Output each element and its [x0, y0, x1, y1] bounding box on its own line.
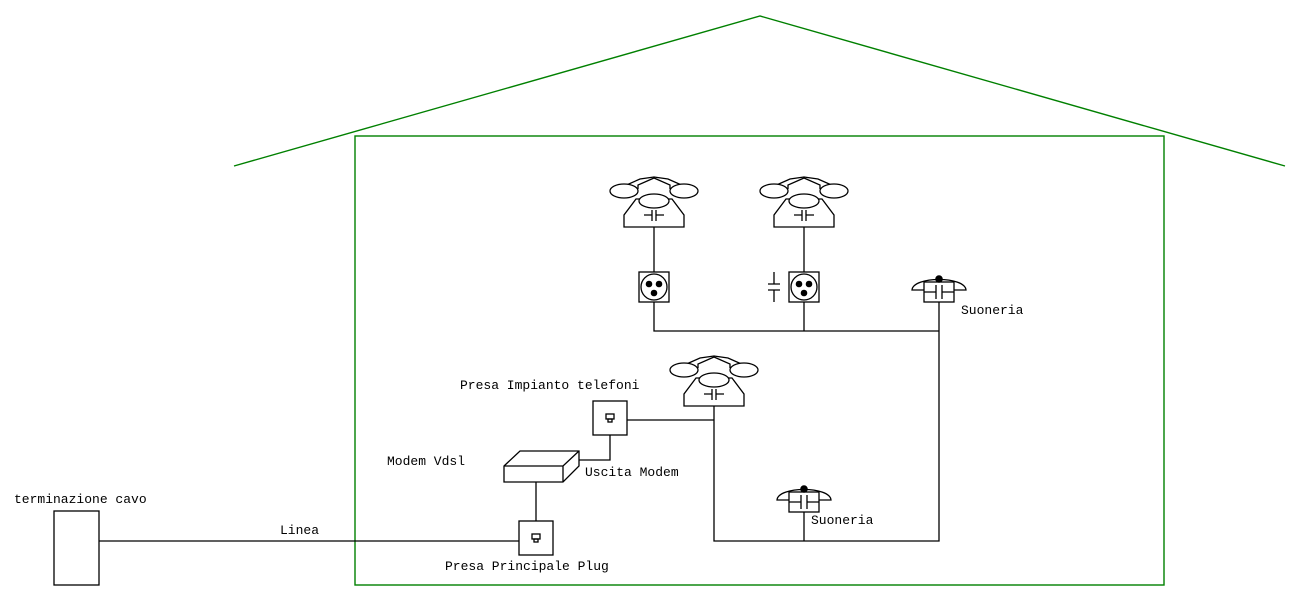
ringer-bottom: Suoneria	[776, 484, 874, 528]
phone-system-socket: Presa Impianto telefoni	[460, 378, 640, 436]
cable-termination-label: terminazione cavo	[14, 492, 147, 507]
capacitor-icon	[768, 272, 780, 302]
cable-termination: terminazione cavo	[14, 492, 147, 586]
phone-system-socket-label: Presa Impianto telefoni	[460, 378, 640, 393]
line-label: Linea	[280, 523, 319, 538]
rj-plug-icon	[518, 520, 554, 556]
ringer-top: Suoneria	[911, 274, 1024, 318]
tripolar-socket-icon	[638, 271, 670, 303]
wire-top-bus	[653, 302, 939, 332]
ringer-icon	[911, 274, 967, 303]
house-roof	[233, 15, 1286, 167]
telephone-icon	[759, 176, 849, 228]
telephone-icon	[609, 176, 699, 228]
wiring	[99, 227, 940, 542]
telephone-icon	[669, 355, 759, 407]
modem-output-label: Uscita Modem	[585, 465, 679, 480]
ringer-icon	[776, 484, 832, 513]
wire-modem-to-socket	[579, 434, 611, 461]
main-socket-label: Presa Principale Plug	[445, 559, 609, 574]
rj-plug-icon	[592, 400, 628, 436]
ringer-bottom-label: Suoneria	[811, 513, 874, 528]
wire-phone-loop	[713, 302, 940, 542]
house-outline	[233, 15, 1286, 586]
modem-label: Modem Vdsl	[387, 454, 465, 469]
main-socket: Presa Principale Plug	[445, 520, 609, 574]
tripolar-socket-icon	[788, 271, 820, 303]
ringer-top-label: Suoneria	[961, 303, 1024, 318]
house-walls	[354, 135, 1165, 586]
modem: Modem Vdsl Uscita Modem	[387, 450, 679, 483]
